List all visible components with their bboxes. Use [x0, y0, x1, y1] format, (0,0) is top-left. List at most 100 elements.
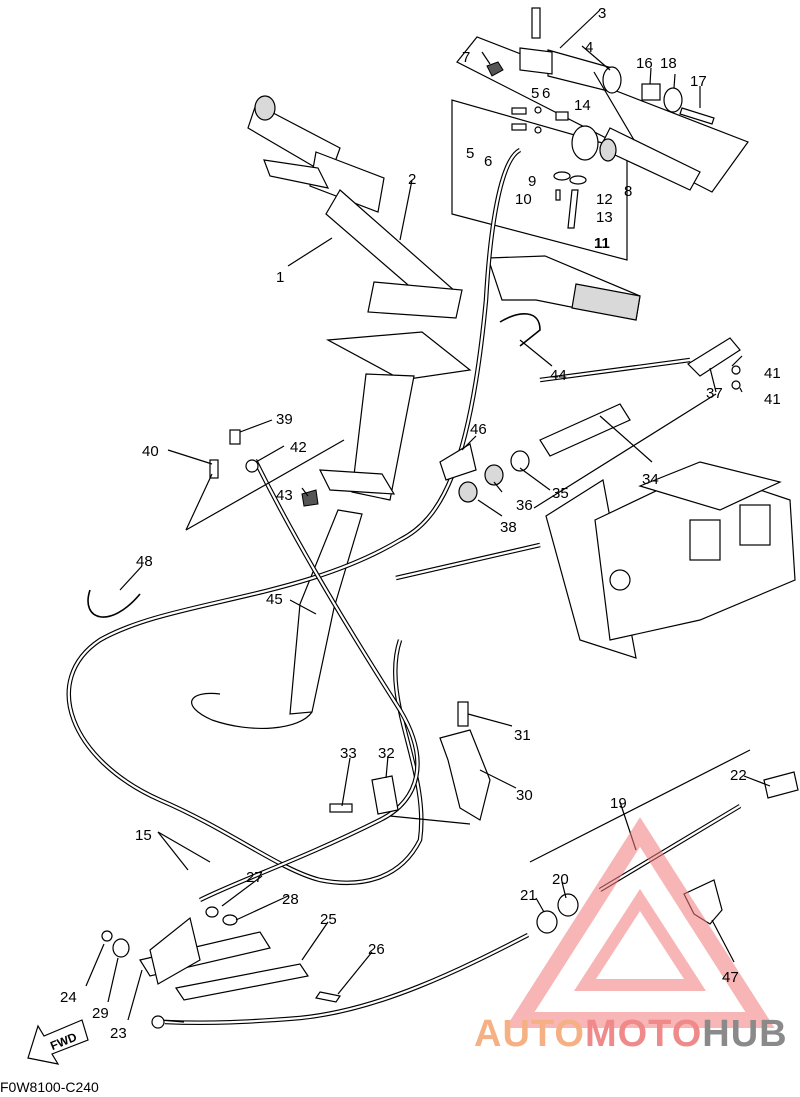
bolt-17	[679, 107, 715, 125]
engine-frame	[545, 479, 637, 659]
clamp-32	[371, 775, 399, 815]
nut-42	[245, 459, 259, 473]
joint-39	[229, 429, 241, 445]
diagram-code: F0W8100-C240	[0, 1079, 99, 1095]
leader-45	[289, 599, 317, 615]
watermark	[505, 817, 775, 1028]
bushing-36	[484, 464, 504, 486]
ball-6b	[534, 126, 542, 134]
steering-column	[351, 373, 415, 501]
grip-end	[602, 66, 622, 94]
callout-14: 14	[574, 97, 591, 114]
throttle-grip-assembly	[451, 7, 749, 261]
callout-31: 31	[514, 727, 531, 744]
left-grip-end	[254, 95, 276, 121]
rod-end-37	[687, 337, 741, 377]
callout-35: 35	[552, 485, 569, 502]
callout-42: 42	[290, 439, 307, 456]
callout-5: 5	[531, 85, 539, 102]
callout-21: 21	[520, 887, 537, 904]
trim-cable-core	[164, 934, 529, 1024]
watermark-word-auto: AUTO	[474, 1013, 585, 1055]
leader-40-bracket-a	[185, 439, 345, 531]
leader-40	[167, 449, 213, 465]
callout-26: 26	[368, 941, 385, 958]
callout-9: 9	[528, 173, 536, 190]
leader-40-bracket-b	[185, 473, 213, 531]
leader-33	[341, 757, 351, 807]
handle-clamp	[367, 281, 463, 319]
cable-34-end	[539, 403, 631, 457]
washer-35	[510, 450, 530, 472]
callout-40: 40	[142, 443, 159, 460]
washer-27	[205, 906, 219, 918]
engine-block	[545, 461, 796, 659]
callout-38: 38	[500, 519, 517, 536]
leader-26	[337, 951, 373, 995]
collar-16	[641, 83, 661, 101]
leader-24	[85, 943, 105, 987]
bolt-13	[567, 189, 579, 229]
leader-46	[461, 435, 477, 451]
leader-23	[127, 969, 143, 1021]
callout-12: 12	[596, 191, 613, 208]
engine-link-core	[395, 543, 541, 580]
callout-19: 19	[610, 795, 627, 812]
callout-25: 25	[320, 911, 337, 928]
mounting-bracket	[101, 906, 341, 1029]
leader-43	[301, 487, 309, 497]
spring-5b	[511, 123, 527, 131]
carburetor-bowl	[689, 519, 721, 561]
callout-3: 3	[598, 5, 606, 22]
callout-28: 28	[282, 891, 299, 908]
nut-21	[536, 910, 558, 934]
leader-7	[481, 51, 491, 65]
link-rod	[175, 963, 309, 1001]
watermark-word-hub: HUB	[702, 1013, 787, 1055]
leader-29	[107, 957, 119, 1003]
bolt-31	[457, 701, 469, 727]
ring-12	[569, 175, 587, 185]
callout-48: 48	[136, 553, 153, 570]
leader-44	[519, 339, 553, 367]
callout-6: 6	[484, 153, 492, 170]
leader-15a	[157, 831, 189, 871]
watermark-inner-triangle	[573, 888, 707, 991]
leader-3	[559, 9, 601, 49]
bracket-body	[149, 916, 201, 985]
handlebar-assembly	[191, 95, 641, 729]
washer-9	[553, 171, 571, 181]
callout-8: 8	[624, 183, 632, 200]
leader-32	[385, 755, 389, 779]
column-bracket	[318, 469, 396, 495]
leader-34	[599, 415, 653, 463]
callout-33: 33	[340, 745, 357, 762]
washer-18	[663, 87, 683, 113]
spiral-wrap	[289, 509, 363, 715]
leader-31	[467, 713, 513, 727]
callout-6: 6	[542, 85, 550, 102]
leader-48	[119, 565, 143, 591]
callout-45: 45	[266, 591, 283, 608]
watermark-text: AUTOMOTOHUB	[474, 1013, 788, 1055]
leader-47	[711, 919, 735, 963]
leader-16	[649, 67, 652, 85]
leader-20	[561, 881, 567, 899]
leader-21	[535, 897, 545, 913]
cap-part-7	[486, 61, 504, 77]
washer-29	[112, 938, 130, 958]
callout-37: 37	[706, 385, 723, 402]
callout-41: 41	[764, 391, 781, 408]
callout-43: 43	[276, 487, 293, 504]
right-grip	[571, 283, 641, 321]
screw-40	[209, 459, 219, 479]
callout-20: 20	[552, 871, 569, 888]
leader-18	[673, 73, 676, 89]
throttle-tube	[599, 127, 701, 191]
callout-17: 17	[690, 73, 707, 90]
leader-22	[743, 775, 771, 787]
washer-20	[557, 893, 579, 917]
callout-1: 1	[276, 269, 284, 286]
callout-5: 5	[466, 145, 474, 162]
